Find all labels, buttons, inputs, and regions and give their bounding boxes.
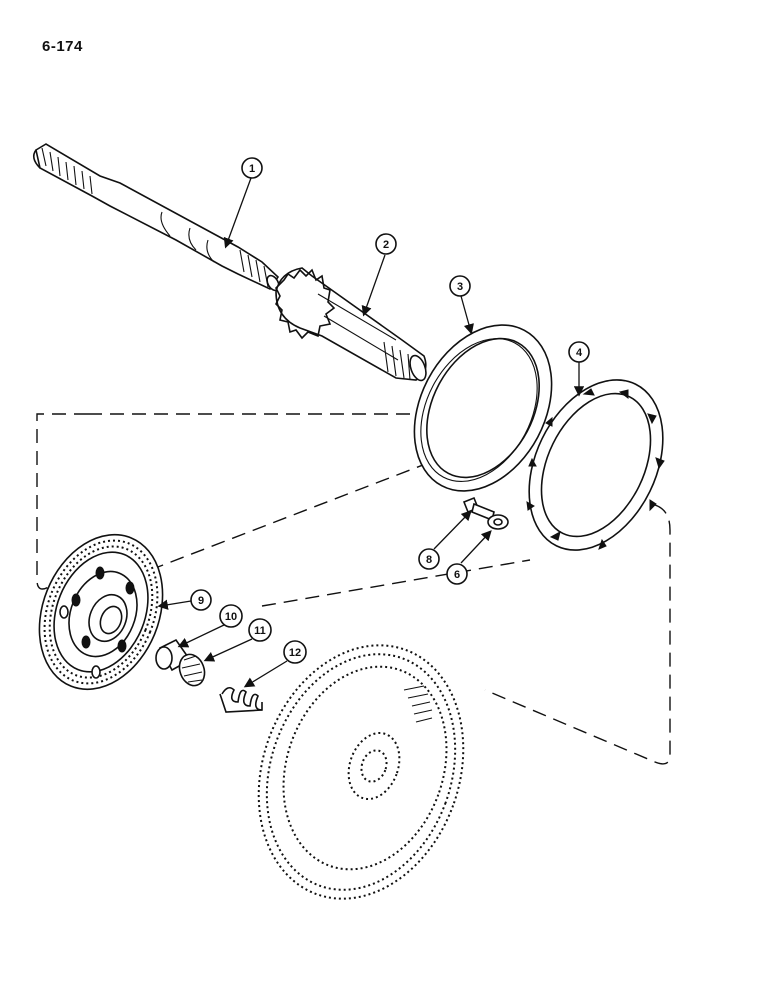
leader-line-12	[243, 660, 288, 688]
bushing	[487, 514, 509, 530]
dashed-line-disc-to-plate	[88, 413, 531, 607]
callout-label: 11	[254, 625, 266, 637]
callout-11: 11	[248, 618, 272, 642]
page-number: 6-174	[42, 38, 83, 55]
leader-line-9	[157, 599, 192, 610]
flywheel	[257, 644, 465, 900]
callout-label: 6	[454, 569, 460, 581]
callout-8: 8	[418, 548, 440, 570]
callout-label: 12	[289, 647, 301, 659]
callout-3: 3	[449, 275, 471, 297]
callout-label: 4	[576, 347, 583, 359]
leader-line-10	[177, 624, 225, 648]
callout-12: 12	[283, 640, 307, 664]
callout-label: 9	[198, 595, 204, 607]
bolt	[462, 496, 495, 522]
callout-9: 9	[190, 589, 212, 611]
callout-label: 8	[426, 554, 432, 566]
callout-10: 10	[219, 604, 243, 628]
callout-4: 4	[568, 341, 590, 363]
callout-2: 2	[375, 233, 397, 255]
clutch-drive-plate	[526, 379, 665, 551]
leader-line-8	[433, 510, 472, 550]
clutch-disc	[38, 533, 164, 691]
hollow-pto-shaft-with-gear	[275, 267, 427, 382]
callout-label: 2	[383, 239, 389, 251]
spline-coupling	[178, 653, 206, 687]
callout-label: 10	[225, 611, 237, 623]
callout-label: 1	[249, 163, 255, 175]
leader-line-11	[203, 638, 253, 662]
coil-spring	[219, 686, 263, 713]
callout-label: 3	[457, 281, 463, 293]
separator-plate	[413, 324, 553, 492]
leader-line-3	[460, 295, 474, 335]
assembly-boundary-dashed	[36, 413, 671, 765]
leader-line-6	[460, 530, 492, 564]
callout-1: 1	[241, 157, 263, 179]
input-shaft	[32, 143, 280, 292]
leader-line-2	[361, 254, 386, 317]
leader-line-1	[223, 177, 252, 249]
callout-6: 6	[446, 563, 468, 585]
